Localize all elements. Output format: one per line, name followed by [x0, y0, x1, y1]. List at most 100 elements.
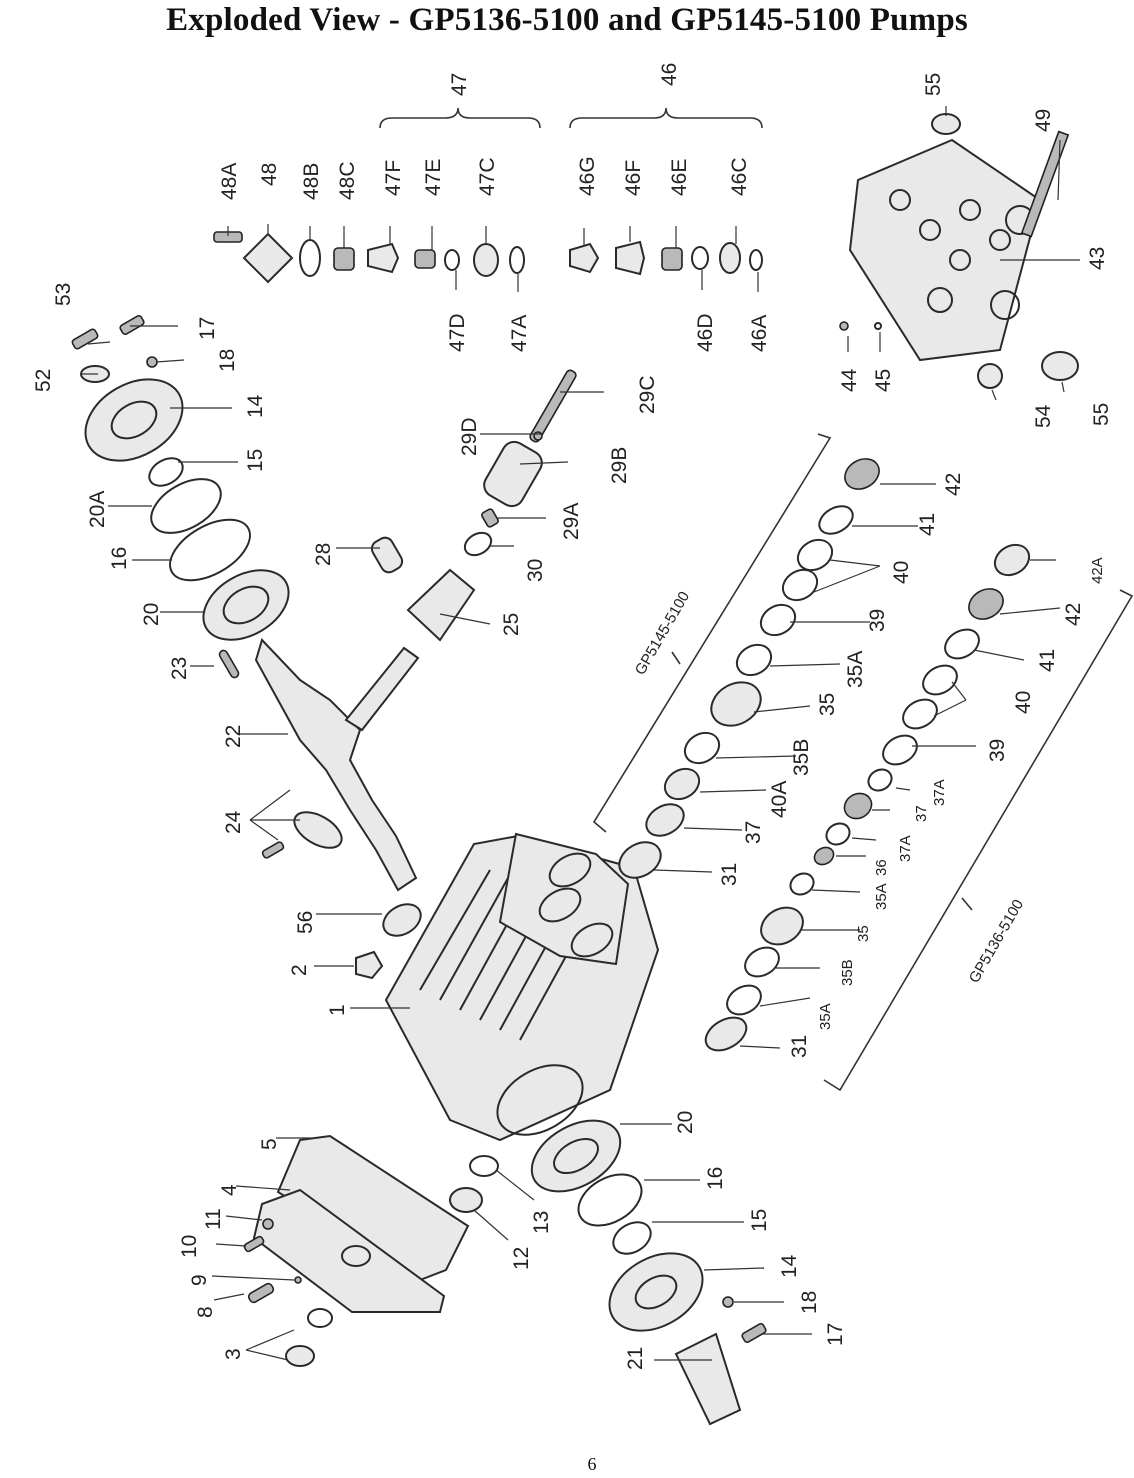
label-46a: 46A: [748, 315, 771, 352]
group-46-label: 46: [658, 63, 681, 86]
label-23: 23: [168, 657, 191, 680]
seal-30: [463, 531, 493, 557]
washer-9: [294, 1276, 302, 1284]
plunger-guide-25: [406, 568, 476, 642]
label-13: 13: [530, 1211, 553, 1234]
bolt-17-bottom: [741, 1322, 767, 1344]
left-upper-parts: [71, 314, 290, 679]
ring-35b-b: [744, 946, 780, 978]
label-35a-c: 35A: [873, 883, 890, 910]
label-48: 48: [258, 163, 281, 186]
label-25: 25: [500, 613, 523, 636]
seal-35-b: [760, 906, 804, 946]
label-35-b: 35: [855, 925, 872, 942]
label-31-a: 31: [718, 863, 741, 886]
group-47-label: 47: [448, 73, 471, 96]
label-17-bottom: 17: [824, 1323, 847, 1346]
label-48a: 48A: [218, 163, 241, 200]
seal-35-a: [710, 681, 762, 727]
label-1: 1: [326, 1004, 349, 1016]
label-40a: 40A: [768, 781, 791, 818]
page-number: 6: [587, 1454, 597, 1474]
label-48b: 48B: [300, 163, 323, 200]
label-41-a: 41: [916, 513, 939, 536]
label-16-top: 16: [108, 547, 131, 570]
label-9: 9: [188, 1274, 211, 1286]
label-40-b: 40: [1012, 691, 1035, 714]
ring-40-a1: [781, 568, 819, 602]
label-4: 4: [218, 1184, 241, 1196]
ring-42a: [993, 543, 1031, 577]
label-56: 56: [294, 911, 317, 934]
ring-40-b1: [902, 698, 938, 730]
cover-4: [252, 1188, 446, 1313]
label-55-top: 55: [922, 73, 945, 96]
ring-31-b: [704, 1016, 748, 1052]
seat-47d: [444, 249, 460, 271]
ring-37-b: [843, 792, 873, 820]
spring-48c: [333, 247, 355, 271]
ring-37-a: [645, 803, 685, 837]
plug-2: [355, 950, 384, 980]
ring-41-b: [944, 628, 980, 660]
label-3: 3: [222, 1348, 245, 1360]
leader-lines: [80, 106, 1080, 1361]
spring-47e: [414, 249, 436, 269]
ring-39-a: [759, 603, 797, 637]
label-12: 12: [510, 1247, 533, 1270]
gp5136-label: GP5136-5100: [966, 897, 1027, 986]
label-14-top: 14: [244, 394, 267, 418]
crankcase-face: [498, 832, 630, 966]
label-30: 30: [524, 559, 547, 582]
gasket-5: [276, 1134, 470, 1282]
label-42-b: 42: [1062, 603, 1085, 626]
label-18-top: 18: [216, 349, 239, 372]
ring-35a-c: [789, 872, 815, 896]
label-42-a: 42: [942, 473, 965, 496]
seal-stack-gp5145: [618, 458, 880, 879]
label-18-bottom: 18: [798, 1291, 821, 1314]
ring-40-b2: [922, 664, 958, 696]
label-31-b: 31: [788, 1035, 811, 1058]
screw-11: [262, 1218, 274, 1230]
spring-42-b: [968, 588, 1004, 620]
oring-45: [874, 322, 882, 330]
label-49: 49: [1032, 109, 1055, 132]
oring-16-bottom: [577, 1173, 643, 1227]
bearing-20-bottom: [530, 1119, 622, 1193]
seat-47c: [473, 243, 499, 277]
label-55: 55: [1090, 403, 1113, 426]
conrod-24: [344, 646, 420, 732]
label-35b-b: 35B: [839, 959, 856, 986]
oring-13: [469, 1155, 499, 1177]
label-46e: 46E: [668, 159, 691, 196]
label-35a-b: 35A: [817, 1003, 834, 1030]
plug-55: [1041, 351, 1079, 381]
label-44: 44: [838, 368, 861, 392]
washer-18-bottom: [722, 1296, 734, 1308]
label-5: 5: [258, 1138, 281, 1150]
cover-14-bottom: [608, 1252, 704, 1332]
seal-stack-gp5136: [704, 543, 1031, 1052]
label-47c: 47C: [476, 157, 499, 196]
label-35a-a: 35A: [844, 651, 867, 688]
label-29b: 29B: [608, 447, 631, 484]
valve-parts: [213, 231, 763, 284]
crankcase-1: [384, 832, 660, 1142]
ring-35a-a: [735, 643, 773, 677]
label-14-bottom: 14: [778, 1254, 801, 1278]
ring-37a-a: [825, 822, 851, 846]
label-35-a: 35: [816, 693, 839, 716]
key-23: [218, 649, 240, 679]
valve-47f: [367, 242, 400, 274]
label-15-bottom: 15: [748, 1209, 771, 1232]
pin-28: [370, 536, 404, 574]
label-8: 8: [194, 1306, 217, 1318]
label-46c: 46C: [728, 157, 751, 196]
ring-31-a: [618, 841, 662, 879]
oring-29d: [533, 431, 543, 441]
ring-40a: [663, 767, 701, 801]
label-28: 28: [312, 543, 335, 566]
label-47e: 47E: [422, 159, 445, 196]
